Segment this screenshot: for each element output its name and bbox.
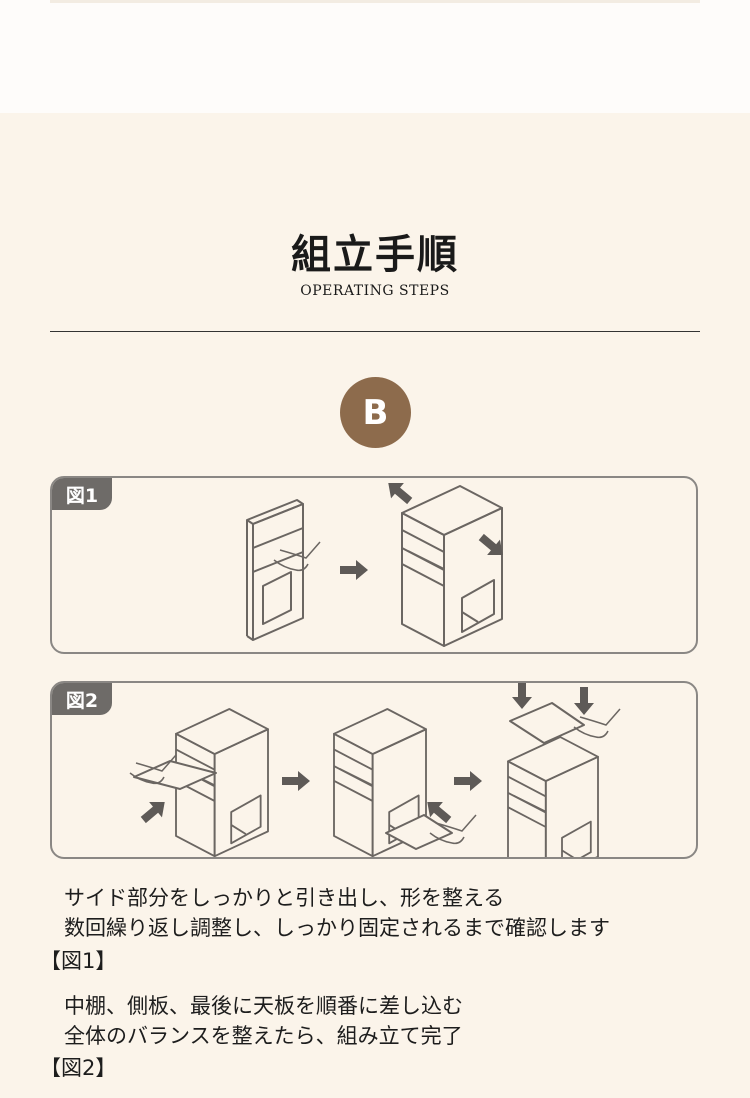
page-title: 組立手順 [291,232,459,278]
top-band [0,0,750,113]
board-panel [385,814,453,850]
arrow-push-icon [427,802,452,824]
figure-2-illustration [129,683,621,857]
instruction-text: 中棚、側板、最後に天板を順番に差し込む [64,994,463,1018]
cabinet-drawing [507,736,599,857]
arrow-pull-icon [478,533,503,555]
folded-panel-drawing [246,499,304,641]
board-panel [133,760,217,790]
divider [50,331,700,332]
arrow-down-icon [574,687,594,715]
figure-1-panel: 図1 [50,476,698,654]
figure-2-panel: 図2 [50,681,698,859]
arrow-right-icon [282,771,310,791]
figure-reference: 【図2】 [40,1056,117,1080]
hand-icon [273,541,321,572]
instruction-text: 全体のバランスを整えたら、組み立て完了 [64,1024,463,1048]
figure-1-illustration [246,483,503,647]
hand-icon [429,814,477,845]
arrow-right-icon [340,560,368,580]
divider [50,0,700,3]
figure-1-label: 図1 [52,478,112,510]
cabinet-drawing [401,485,503,647]
arrow-push-icon [140,802,165,824]
board-panel [509,702,585,744]
instruction-text: 数回繰り返し調整し、しっかり固定されるまで確認します [64,916,610,940]
arrow-right-icon [454,771,482,791]
figure-2-label: 図2 [52,683,112,715]
figure-reference: 【図1】 [40,949,117,973]
arrow-down-icon [512,683,532,709]
step-badge: B [340,377,411,448]
hand-icon [129,754,177,785]
hand-icon [573,708,621,739]
arrow-pull-icon [388,483,413,505]
instruction-text: サイド部分をしっかりと引き出し、形を整える [64,886,505,910]
page-subtitle: OPERATING STEPS [300,283,450,299]
